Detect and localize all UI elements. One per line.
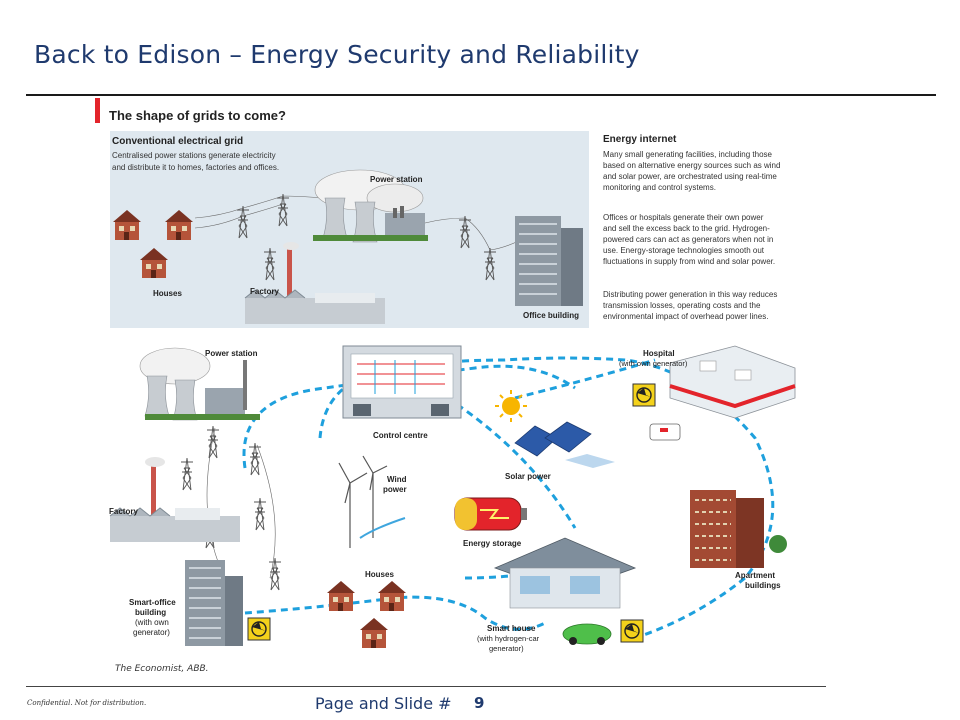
- figure-heading: The shape of grids to come?: [109, 108, 286, 123]
- hospital: [632, 345, 796, 441]
- ei-para1-line1: Many small generating facilities, includ…: [603, 150, 773, 159]
- apartment-label-2: buildings: [745, 581, 781, 590]
- network-power-station: [139, 347, 260, 421]
- network-houses: [327, 581, 406, 648]
- ei-para2-line5: fluctuations in supply from wind and sol…: [603, 257, 775, 266]
- confidentiality-notice: Confidential. Not for distribution.: [27, 699, 147, 707]
- ei-para1-line2: based on alternative energy sources such…: [603, 161, 780, 170]
- power-station-label: Power station: [370, 175, 423, 184]
- footer-divider: [26, 686, 826, 687]
- ei-para1-line3: and solar power, are orchestrated using …: [603, 172, 777, 181]
- network-houses-label: Houses: [365, 570, 394, 579]
- hospital-sublabel: (with own generator): [619, 359, 688, 368]
- smart-house-label-2: (with hydrogen-car: [477, 634, 540, 643]
- office-building-label: Office building: [523, 311, 579, 320]
- apartment-label-1: Apartment: [735, 571, 775, 580]
- ei-para3-line1: Distributing power generation in this wa…: [603, 290, 777, 299]
- ei-para2-line2: and sell the excess back to the grid. Hy…: [603, 224, 770, 233]
- conventional-grid-title: Conventional electrical grid: [112, 136, 243, 147]
- energy-storage-label: Energy storage: [463, 539, 522, 548]
- network-power-station-label: Power station: [205, 349, 258, 358]
- transmission-towers: [194, 193, 526, 281]
- source-note: The Economist, ABB.: [115, 664, 209, 674]
- conventional-grid-panel: Conventional electrical grid Centralised…: [110, 131, 589, 328]
- power-station-illustration: [313, 169, 428, 243]
- heading-accent-bar: [95, 98, 100, 123]
- conventional-grid-desc-1: Centralised power stations generate elec…: [112, 151, 276, 160]
- smart-office-label-3: (with own: [135, 618, 169, 627]
- title-divider: [26, 94, 936, 96]
- conventional-grid-desc-2: and distribute it to homes, factories an…: [112, 163, 279, 172]
- wind-power: [338, 455, 406, 548]
- page-number: 9: [474, 694, 485, 712]
- energy-internet-title: Energy internet: [603, 134, 677, 145]
- smart-house: [493, 537, 644, 645]
- smart-office-label-4: generator): [133, 628, 170, 637]
- office-building-illustration: [515, 216, 583, 306]
- smart-office-label-2: building: [135, 608, 166, 617]
- slide-title: Back to Edison – Energy Security and Rel…: [34, 40, 640, 69]
- smart-office-building: [185, 560, 271, 646]
- wind-power-label-2: power: [383, 485, 407, 494]
- smart-house-label-1: Smart house: [487, 624, 536, 633]
- solar-power: [495, 390, 615, 468]
- apartment-buildings: [690, 490, 787, 568]
- wind-power-label-1: Wind: [387, 475, 407, 484]
- ei-para1-line4: monitoring and control systems.: [603, 183, 716, 192]
- smart-house-label-3: generator): [489, 644, 524, 653]
- control-centre-label: Control centre: [373, 431, 428, 440]
- ei-para3-line3: environmental impact of overhead power l…: [603, 312, 768, 321]
- factory-illustration: [244, 242, 385, 324]
- ei-para2-line1: Offices or hospitals generate their own …: [603, 213, 764, 222]
- network-factory-label: Factory: [109, 507, 138, 516]
- page-label: Page and Slide #: [315, 694, 452, 713]
- smart-office-label-1: Smart-office: [129, 598, 176, 607]
- ei-para2-line4: use. Energy-storage technologies smooth …: [603, 246, 765, 255]
- ei-para3-line2: transmission losses, operating costs and…: [603, 301, 761, 310]
- energy-internet-text: Energy internet Many small generating fa…: [603, 134, 780, 321]
- ei-para2-line3: powered cars can act as generators when …: [603, 235, 773, 244]
- houses-label: Houses: [153, 289, 182, 298]
- grid-infographic: The shape of grids to come? Conventional…: [95, 98, 820, 656]
- control-centre: [342, 345, 462, 419]
- network-factory: [109, 457, 240, 542]
- solar-power-label: Solar power: [505, 472, 551, 481]
- hospital-label: Hospital: [643, 349, 675, 358]
- factory-label: Factory: [250, 287, 279, 296]
- energy-storage-battery: [454, 497, 527, 531]
